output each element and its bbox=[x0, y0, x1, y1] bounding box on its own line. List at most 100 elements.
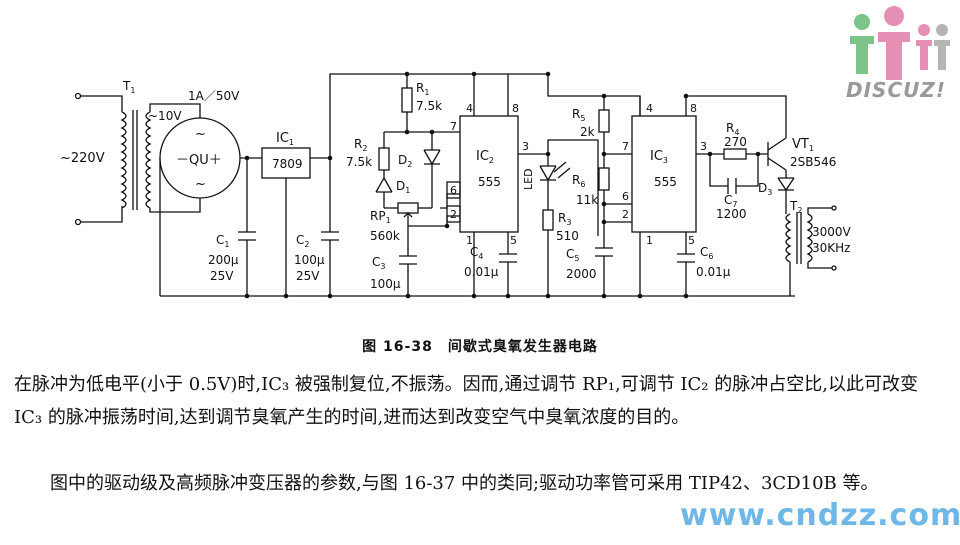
body-paragraph-2: 图中的驱动级及高频脉冲变压器的参数,与图 16-37 中的类同;驱动功率管可采用… bbox=[50, 473, 879, 494]
rp1-value: 560k bbox=[370, 229, 400, 243]
r3-label: R3 bbox=[558, 211, 571, 227]
ic3-pin-3: 3 bbox=[700, 140, 707, 153]
ic3-label: IC3 bbox=[650, 149, 668, 165]
c5-label: C5 bbox=[566, 247, 579, 263]
c5-value: 2000 bbox=[566, 267, 597, 281]
ic3-555 bbox=[631, 115, 697, 233]
t2-secondary bbox=[806, 213, 813, 263]
ic3-pin-8: 8 bbox=[690, 102, 697, 115]
r3-resistor bbox=[542, 209, 554, 231]
ic3-pin-7: 7 bbox=[622, 140, 629, 153]
watermark-site: www.cndzz.com bbox=[680, 498, 960, 533]
r3-value: 510 bbox=[556, 229, 579, 243]
discuz-logo-text: DISCUZ! bbox=[846, 78, 946, 102]
r4-value: 270 bbox=[724, 135, 747, 149]
d2-label: D2 bbox=[398, 153, 412, 169]
rp1-label: RP1 bbox=[370, 209, 391, 225]
c1-value-cap: 200μ bbox=[208, 253, 239, 267]
ic3-pin-2: 2 bbox=[622, 208, 629, 221]
r5-label: R5 bbox=[572, 107, 585, 123]
d3-label: D3 bbox=[758, 181, 772, 197]
ic2-pin-5: 5 bbox=[510, 234, 517, 247]
c5-capacitor bbox=[595, 222, 613, 296]
d2-diode bbox=[423, 149, 441, 208]
ac-input-terminal-bottom bbox=[74, 218, 82, 226]
t1-secondary-winding bbox=[145, 111, 152, 209]
r5-value: 2k bbox=[580, 125, 595, 139]
c4-label: C4 bbox=[470, 245, 483, 261]
ic3-pin-6: 6 bbox=[622, 190, 629, 203]
d3-diode bbox=[777, 177, 795, 214]
ic3-part: 555 bbox=[654, 175, 677, 189]
t1-primary-winding bbox=[120, 111, 127, 209]
rp1-potentiometer bbox=[397, 202, 419, 214]
c1-capacitor bbox=[238, 158, 256, 296]
ic2-pin-3: 3 bbox=[522, 140, 529, 153]
vt1-part: 2SB546 bbox=[790, 155, 836, 169]
c1-value-voltage: 25V bbox=[210, 269, 234, 283]
c6-label: C6 bbox=[700, 245, 713, 261]
c3-capacitor bbox=[399, 226, 417, 296]
c4-capacitor bbox=[499, 232, 517, 296]
ic2-pin-2: 2 bbox=[450, 208, 457, 221]
ic2-part: 555 bbox=[478, 175, 501, 189]
ac-symbol-top: ~ bbox=[195, 127, 206, 142]
r2-resistor bbox=[378, 147, 390, 171]
t1-core bbox=[132, 110, 138, 210]
secondary-voltage-label: ~10V bbox=[148, 109, 182, 123]
r6-value: 11k bbox=[576, 193, 598, 207]
c3-label: C3 bbox=[372, 255, 385, 271]
ic1-part-label: 7809 bbox=[272, 157, 303, 171]
discuz-logo-icon bbox=[850, 6, 950, 80]
ic2-pin-1: 1 bbox=[466, 234, 473, 247]
r5-resistor bbox=[598, 109, 610, 133]
r1-resistor bbox=[401, 87, 413, 113]
r4-resistor bbox=[723, 148, 747, 160]
r2-label: R2 bbox=[354, 137, 367, 153]
ic2-label: IC2 bbox=[476, 149, 494, 165]
ic3-pin-5: 5 bbox=[688, 234, 695, 247]
c4-value: 0.01μ bbox=[464, 265, 499, 279]
c6-capacitor bbox=[677, 232, 695, 296]
r6-label: R6 bbox=[572, 173, 585, 189]
c2-value-cap: 100μ bbox=[294, 253, 325, 267]
c6-value: 0.01μ bbox=[696, 265, 731, 279]
r6-resistor bbox=[598, 167, 610, 191]
r1-value: 7.5k bbox=[416, 99, 442, 113]
t2-primary bbox=[785, 213, 792, 263]
c3-value: 100μ bbox=[370, 277, 401, 291]
fuse-label: 1A／50V bbox=[188, 89, 240, 103]
c7-value: 1200 bbox=[716, 207, 747, 221]
ac-input-label: ~220V bbox=[60, 151, 105, 166]
c1-label: C1 bbox=[216, 233, 229, 249]
led-label: LED bbox=[522, 168, 535, 190]
led-indicator bbox=[539, 165, 557, 181]
d1-label: D1 bbox=[396, 179, 410, 195]
t1-label: T1 bbox=[122, 79, 135, 95]
ic2-pin-4: 4 bbox=[466, 102, 473, 115]
vt1-label: VT1 bbox=[792, 137, 814, 153]
body-paragraph-1: 在脉冲为低电平(小于 0.5V)时,IC₃ 被强制复位,不振荡。因而,通过调节 … bbox=[14, 374, 918, 428]
t2-label: T2 bbox=[789, 199, 802, 215]
vt1-transistor bbox=[767, 137, 787, 171]
c7-capacitor bbox=[709, 154, 759, 194]
ic2-pin-7: 7 bbox=[450, 120, 457, 133]
r1-label: R1 bbox=[416, 81, 429, 97]
ic1-label: IC1 bbox=[276, 131, 294, 147]
c2-label: C2 bbox=[296, 233, 309, 249]
c2-capacitor bbox=[321, 158, 339, 296]
figure-caption: 图 16-38 间歇式臭氧发生器电路 bbox=[362, 339, 598, 355]
c2-value-voltage: 25V bbox=[296, 269, 320, 283]
output-frequency: 30KHz bbox=[812, 241, 850, 255]
r4-label: R4 bbox=[726, 121, 739, 137]
bridge-label: －QU＋ bbox=[176, 153, 222, 168]
c7-label: C7 bbox=[724, 193, 737, 209]
r2-value: 7.5k bbox=[346, 155, 372, 169]
output-voltage: 3000V bbox=[812, 225, 852, 239]
ic3-pin-4: 4 bbox=[646, 102, 653, 115]
ic3-pin-1: 1 bbox=[646, 234, 653, 247]
d1-diode bbox=[375, 177, 393, 208]
ic2-pin-8: 8 bbox=[512, 102, 519, 115]
ac-symbol-bottom: ~ bbox=[195, 177, 206, 192]
